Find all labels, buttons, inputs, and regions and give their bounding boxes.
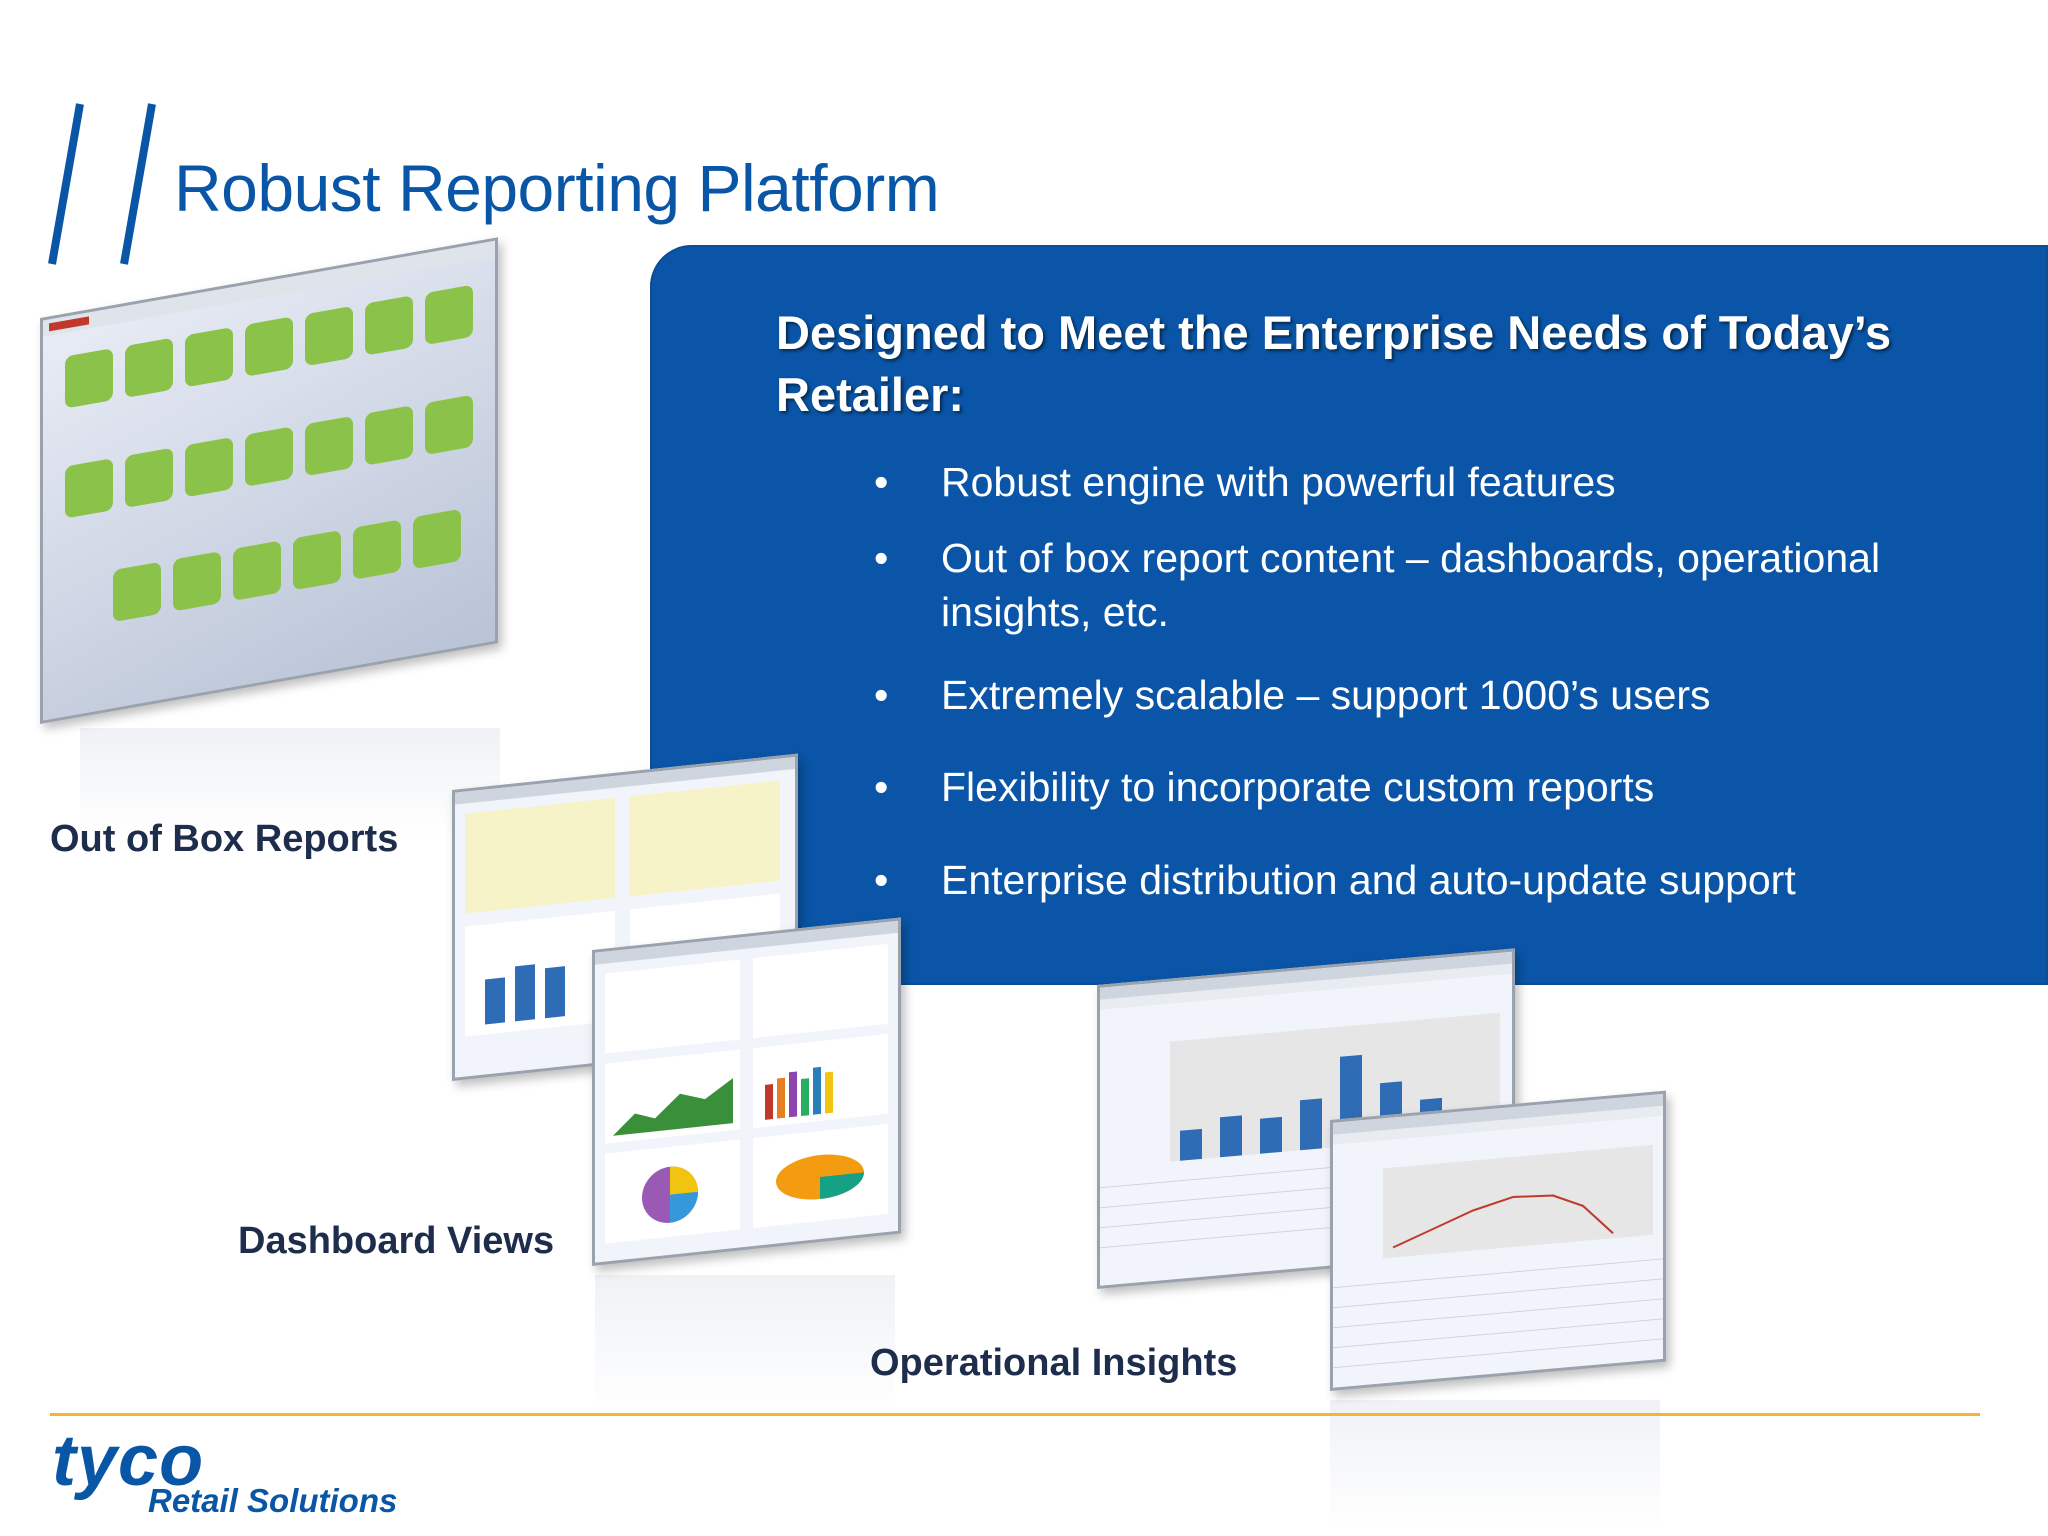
company-logo-subtitle: Retail Solutions [148, 1482, 398, 1519]
reports-reflection [80, 728, 500, 838]
dashboard-reflection [595, 1275, 895, 1415]
label-dashboard-views: Dashboard Views [238, 1220, 555, 1262]
footer-divider [50, 1413, 1980, 1416]
feature-text: Flexibility to incorporate custom report… [941, 764, 1655, 810]
bullet-glyph: • [874, 459, 889, 505]
panel-heading: Designed to Meet the Enterprise Needs of… [776, 306, 1892, 421]
dashboard-charts-icon [595, 920, 898, 1244]
feature-text: Extremely scalable – support 1000’s user… [941, 672, 1711, 718]
reports-icon-grid-icon [43, 240, 495, 621]
feature-text: Out of box report content – dashboards, … [941, 535, 1881, 635]
bullet-glyph: • [874, 857, 889, 903]
bullet-glyph: • [874, 535, 889, 581]
slash-mark-icon [48, 103, 156, 265]
dashboard-bars-icon [455, 756, 795, 1037]
dashboard-screenshot-front [592, 917, 901, 1266]
company-logo-wordmark: tyco [52, 1421, 205, 1501]
operational-screenshot-front [1330, 1090, 1666, 1391]
feature-panel [650, 245, 2048, 985]
feature-text: Robust engine with powerful features [941, 459, 1616, 505]
feature-text: Enterprise distribution and auto-update … [941, 857, 1796, 903]
dashboard-screenshot-back [452, 753, 798, 1081]
bullet-glyph: • [874, 764, 889, 810]
label-out-of-box-reports: Out of Box Reports [50, 818, 399, 860]
reports-screenshot [40, 237, 498, 724]
slide-title: Robust Reporting Platform [174, 151, 940, 225]
operational-reflection [1330, 1400, 1660, 1530]
operational-trend-chart-icon [1333, 1093, 1663, 1369]
bullet-glyph: • [874, 672, 889, 718]
label-operational-insights: Operational Insights [870, 1342, 1238, 1384]
